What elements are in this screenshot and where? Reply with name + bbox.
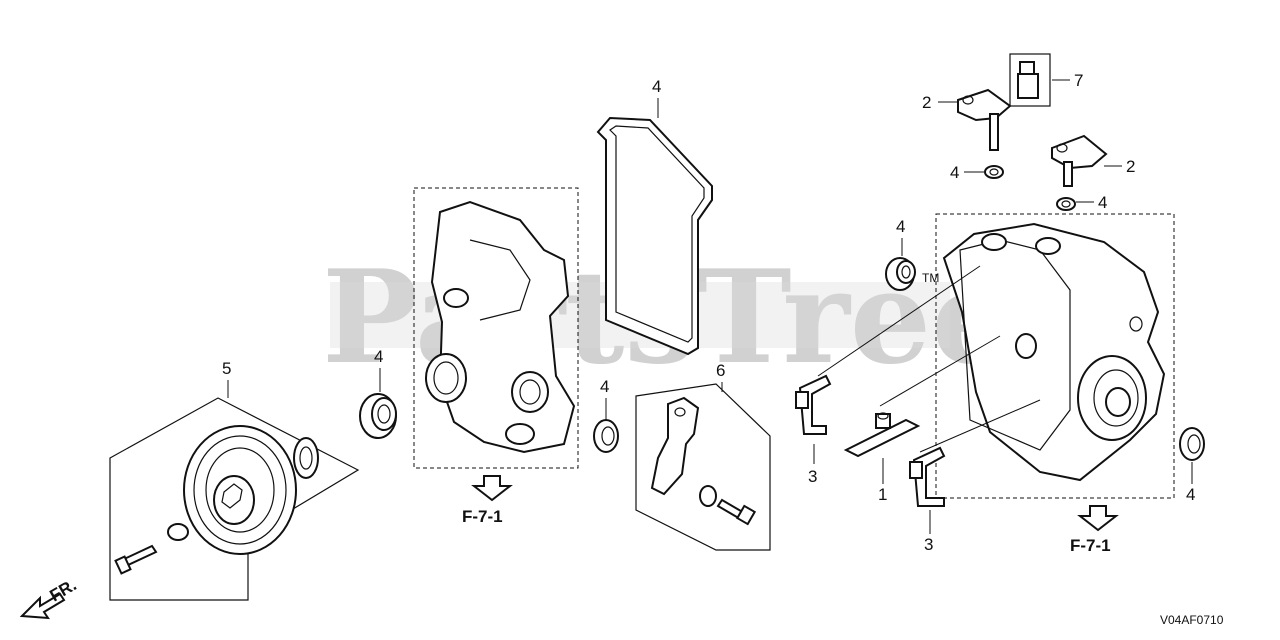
callout-4-seal-mid: 4 (600, 377, 609, 396)
pulley-spline (221, 483, 243, 509)
callout-6: 6 (716, 361, 725, 380)
reference-arrow-right (1077, 505, 1119, 532)
right-housing-port-top-left (981, 233, 1007, 251)
callout-4-seal-left: 4 (374, 347, 383, 366)
right-housing-box (935, 213, 1175, 499)
callout-4-gasket: 4 (652, 77, 661, 96)
oil-seal-left[interactable] (359, 393, 397, 439)
watermark-tm: TM (922, 271, 939, 285)
lever-bolt-head (735, 504, 757, 526)
pulley-hub (213, 475, 255, 525)
left-housing-port-left (425, 353, 467, 403)
reference-label-right[interactable]: F-7-1 (1070, 536, 1111, 555)
pulley-washer (167, 523, 189, 541)
left-housing-box (413, 187, 579, 469)
front-direction-arrow (19, 592, 66, 620)
oil-seal-right[interactable] (1179, 427, 1205, 461)
speed-sensor-upper[interactable] (957, 88, 1012, 151)
leader-fork-left-to-housing (817, 265, 981, 377)
left-housing[interactable] (425, 200, 576, 454)
pulley-groove (205, 447, 275, 533)
callout-1: 1 (878, 485, 887, 504)
callout-7: 7 (1074, 71, 1083, 90)
callout-3-left: 3 (808, 467, 817, 486)
pulley-bearing-inner (299, 446, 313, 470)
pulley-rim (193, 435, 287, 545)
oil-seal-mid[interactable] (593, 419, 619, 453)
callout-4-seal-upper-left: 4 (896, 217, 905, 236)
callout-4-seal-right: 4 (1186, 485, 1195, 504)
right-housing[interactable] (942, 222, 1166, 482)
callout-2-upper: 2 (922, 93, 931, 112)
pulley-assembly[interactable] (109, 397, 360, 601)
speed-sensor-right[interactable] (1051, 134, 1108, 187)
shift-lever[interactable] (650, 396, 757, 526)
shift-fork-left[interactable] (795, 374, 832, 435)
leader-fork-right-to-housing (919, 399, 1041, 453)
shift-fork-right[interactable] (909, 446, 946, 507)
right-housing-boss (1015, 333, 1037, 359)
pulley-bearing (293, 437, 319, 479)
diagram-code: V04AF0710 (1160, 613, 1224, 627)
callout-3-right: 3 (924, 535, 933, 554)
pulley-bolt-head (114, 555, 132, 575)
shift-shaft[interactable] (843, 412, 921, 458)
sensor-7-box (1009, 53, 1051, 107)
left-housing-port-upper (443, 288, 469, 308)
reference-label-left[interactable]: F-7-1 (462, 507, 503, 526)
sensor-7[interactable] (1017, 61, 1039, 99)
leader-shaft-to-housing (879, 335, 1001, 407)
left-housing-port-right (511, 371, 549, 413)
right-housing-port-top-right (1035, 237, 1061, 255)
callout-2-right: 2 (1126, 157, 1135, 176)
lever-kit-box (635, 383, 771, 551)
gasket[interactable] (596, 116, 713, 356)
oil-seal-upper-mid[interactable] (984, 165, 1004, 179)
callout-4-seal-upper-mid: 4 (950, 163, 959, 182)
reference-arrow-left (471, 475, 513, 502)
callout-5: 5 (222, 359, 231, 378)
left-housing-port-bottom (505, 423, 535, 445)
callout-4-seal-upper-right: 4 (1098, 193, 1107, 212)
oil-seal-upper-left[interactable] (885, 257, 916, 291)
oil-seal-upper-right[interactable] (1056, 197, 1076, 211)
lever-washer (699, 485, 717, 507)
right-housing-bearing-inner (1105, 387, 1131, 417)
